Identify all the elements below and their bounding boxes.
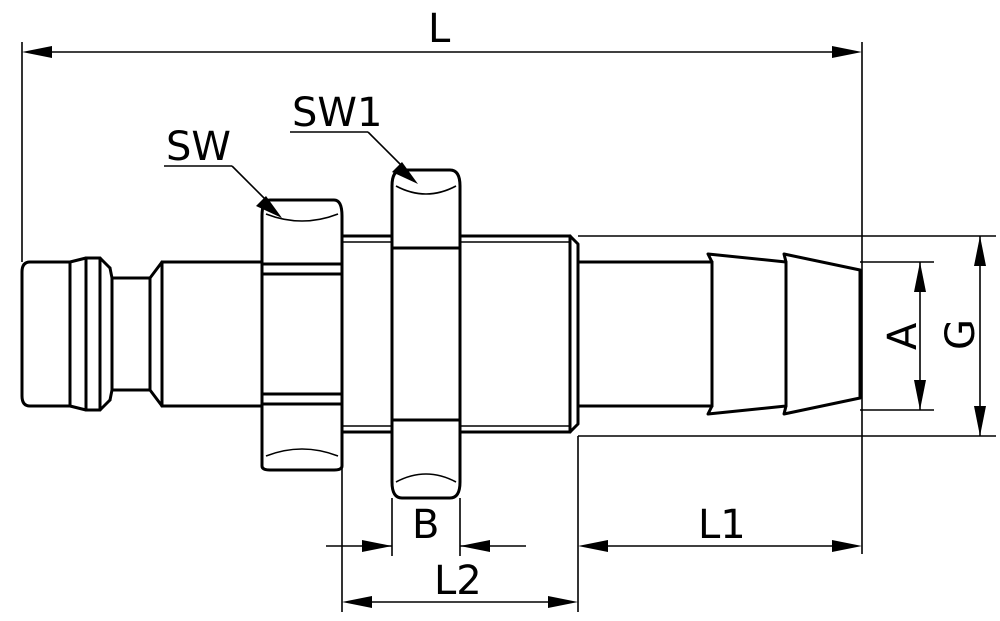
label-a: A <box>880 322 926 350</box>
label-sw: SW <box>166 124 231 170</box>
hex-nut-sw <box>260 198 344 472</box>
label-sw1: SW1 <box>292 90 382 136</box>
leader-sw1: SW1 <box>290 90 418 184</box>
extension-lines-a-g <box>578 235 996 437</box>
dimension-a: A <box>880 262 926 410</box>
dimension-l1: L1 <box>577 436 862 556</box>
label-g: G <box>938 319 984 350</box>
dimension-g: G <box>938 236 986 436</box>
label-l2: L2 <box>434 558 482 604</box>
label-l: L <box>428 6 451 52</box>
dimension-b: B <box>326 498 526 556</box>
label-l1: L1 <box>698 502 746 548</box>
leader-sw: SW <box>164 124 282 218</box>
label-b: B <box>412 502 439 548</box>
hex-nut-sw1 <box>390 168 462 500</box>
dimension-l2: L2 <box>341 432 579 612</box>
coupling-plug-body <box>20 234 862 434</box>
dimension-l: L <box>21 6 863 554</box>
